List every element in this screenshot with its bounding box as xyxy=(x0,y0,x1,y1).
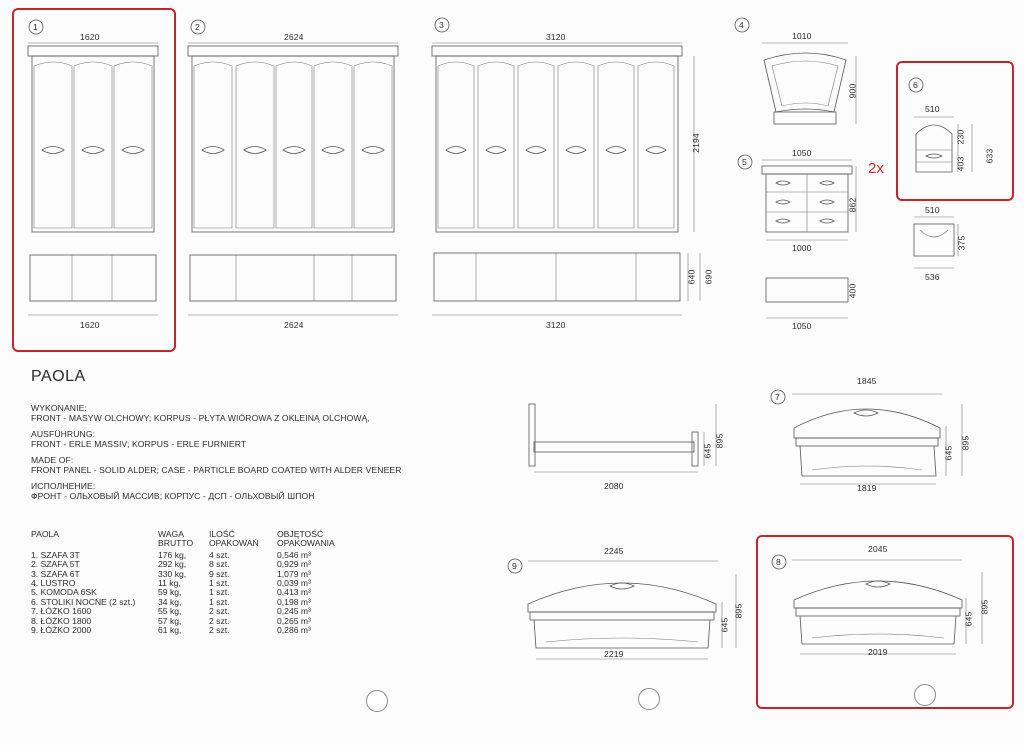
desc-label-en: MADE OF: xyxy=(31,455,74,465)
desc-label-pl: WYKONANIE: xyxy=(31,403,87,413)
dim-7-h1: 645 xyxy=(943,445,954,461)
dim-9-h2: 895 xyxy=(733,603,744,619)
bed-7-drawing xyxy=(770,389,963,485)
dim-9-top: 2245 xyxy=(604,546,624,556)
dim-8-h1: 645 xyxy=(963,611,974,627)
dim-3-low-h1: 640 xyxy=(686,269,697,285)
dim-4-height: 900 xyxy=(847,83,858,99)
dim-6-low-width-top: 510 xyxy=(925,205,940,215)
dim-5-low-height: 400 xyxy=(847,283,858,299)
dim-7-h2: 895 xyxy=(960,435,971,451)
dim-3-top: 3120 xyxy=(546,32,566,42)
quantity-2x-label: 2x xyxy=(868,160,884,177)
highlight-frame-item-6 xyxy=(896,61,1014,201)
dim-5-low-width: 1050 xyxy=(792,321,812,331)
dim-3-bottom: 3120 xyxy=(546,320,566,330)
header-model: PAOLA xyxy=(31,529,60,539)
wardrobe-1-drawing xyxy=(27,19,159,316)
item-number-5: 5 xyxy=(742,157,747,167)
dim-side-width: 2080 xyxy=(604,481,624,491)
bed-side-drawing xyxy=(528,403,717,473)
item-number-1: 1 xyxy=(33,22,38,32)
dim-side-height-1: 645 xyxy=(702,443,713,459)
dim-3-low-h2: 690 xyxy=(703,269,714,285)
highlight-frame-item-8 xyxy=(756,535,1014,709)
mirror-4-drawing xyxy=(734,17,857,125)
item-number-7: 7 xyxy=(775,392,780,402)
bed-8-drawing xyxy=(771,554,983,655)
desc-text-ru: ФРОНТ - ОЛЬХОВЫЙ МАССИВ; КОРПУС - ДСП - … xyxy=(31,491,315,501)
dim-5-top: 1050 xyxy=(792,148,812,158)
desc-text-en: FRONT PANEL - SOLID ALDER; CASE - PARTIC… xyxy=(31,465,402,475)
dim-1-top: 1620 xyxy=(80,32,100,42)
dim-6-width: 510 xyxy=(925,104,940,114)
dim-9-h1: 645 xyxy=(719,617,730,633)
dim-4-width: 1010 xyxy=(792,31,812,41)
dim-5-height: 862 xyxy=(847,197,858,213)
dim-8-top: 2045 xyxy=(868,544,888,554)
dim-1-bottom: 1620 xyxy=(80,320,100,330)
dim-3-height: 2194 xyxy=(690,133,701,153)
dim-8-bottom: 2019 xyxy=(868,647,888,657)
desc-text-pl: FRONT - MASYW OLCHOWY; KORPUS - PŁYTA WI… xyxy=(31,413,370,423)
desc-label-de: AUSFÜHRUNG: xyxy=(31,429,96,439)
dim-2-bottom: 2624 xyxy=(284,320,304,330)
dim-7-bottom: 1819 xyxy=(857,483,877,493)
dim-6-low-height: 375 xyxy=(956,235,967,251)
binder-hole xyxy=(914,684,936,706)
desc-text-de: FRONT - ERLE MASSIV; KORPUS - ERLE FURNI… xyxy=(31,439,247,449)
dim-6-h2: 403 xyxy=(955,156,966,172)
binder-hole xyxy=(366,690,388,712)
bed-9-drawing xyxy=(507,558,737,660)
highlight-frame-item-1 xyxy=(12,8,176,352)
dim-side-height-2: 895 xyxy=(714,433,725,449)
binder-hole xyxy=(638,688,660,710)
dim-7-top: 1845 xyxy=(857,376,877,386)
dim-8-h2: 895 xyxy=(979,599,990,615)
collection-title: PAOLA xyxy=(31,368,86,385)
chest-5-drawing xyxy=(737,154,857,319)
item-number-2: 2 xyxy=(195,22,200,32)
table-row: 6. STOLIKI NOCNE (2 szt.)34 kg,1 szt.0,1… xyxy=(31,596,311,607)
dim-6-h3: 633 xyxy=(984,148,995,164)
wardrobe-3-drawing xyxy=(431,17,701,316)
dim-9-bottom: 2219 xyxy=(604,649,624,659)
dim-6-h1: 230 xyxy=(955,129,966,145)
desc-label-ru: ИСПОЛНЕНИЕ: xyxy=(31,481,96,491)
description-block: WYKONANIE: FRONT - MASYW OLCHOWY; KORPUS… xyxy=(31,403,402,501)
nightstand-6-drawing xyxy=(908,77,973,269)
item-number-6: 6 xyxy=(913,80,918,90)
dim-2-top: 2624 xyxy=(284,32,304,42)
dim-6-low-width-bottom: 536 xyxy=(925,272,940,282)
item-number-3: 3 xyxy=(439,20,444,30)
item-number-9: 9 xyxy=(512,561,517,571)
item-number-4: 4 xyxy=(739,20,744,30)
wardrobe-2-drawing xyxy=(187,19,399,316)
dim-5-bottom: 1000 xyxy=(792,243,812,253)
item-number-8: 8 xyxy=(776,557,781,567)
